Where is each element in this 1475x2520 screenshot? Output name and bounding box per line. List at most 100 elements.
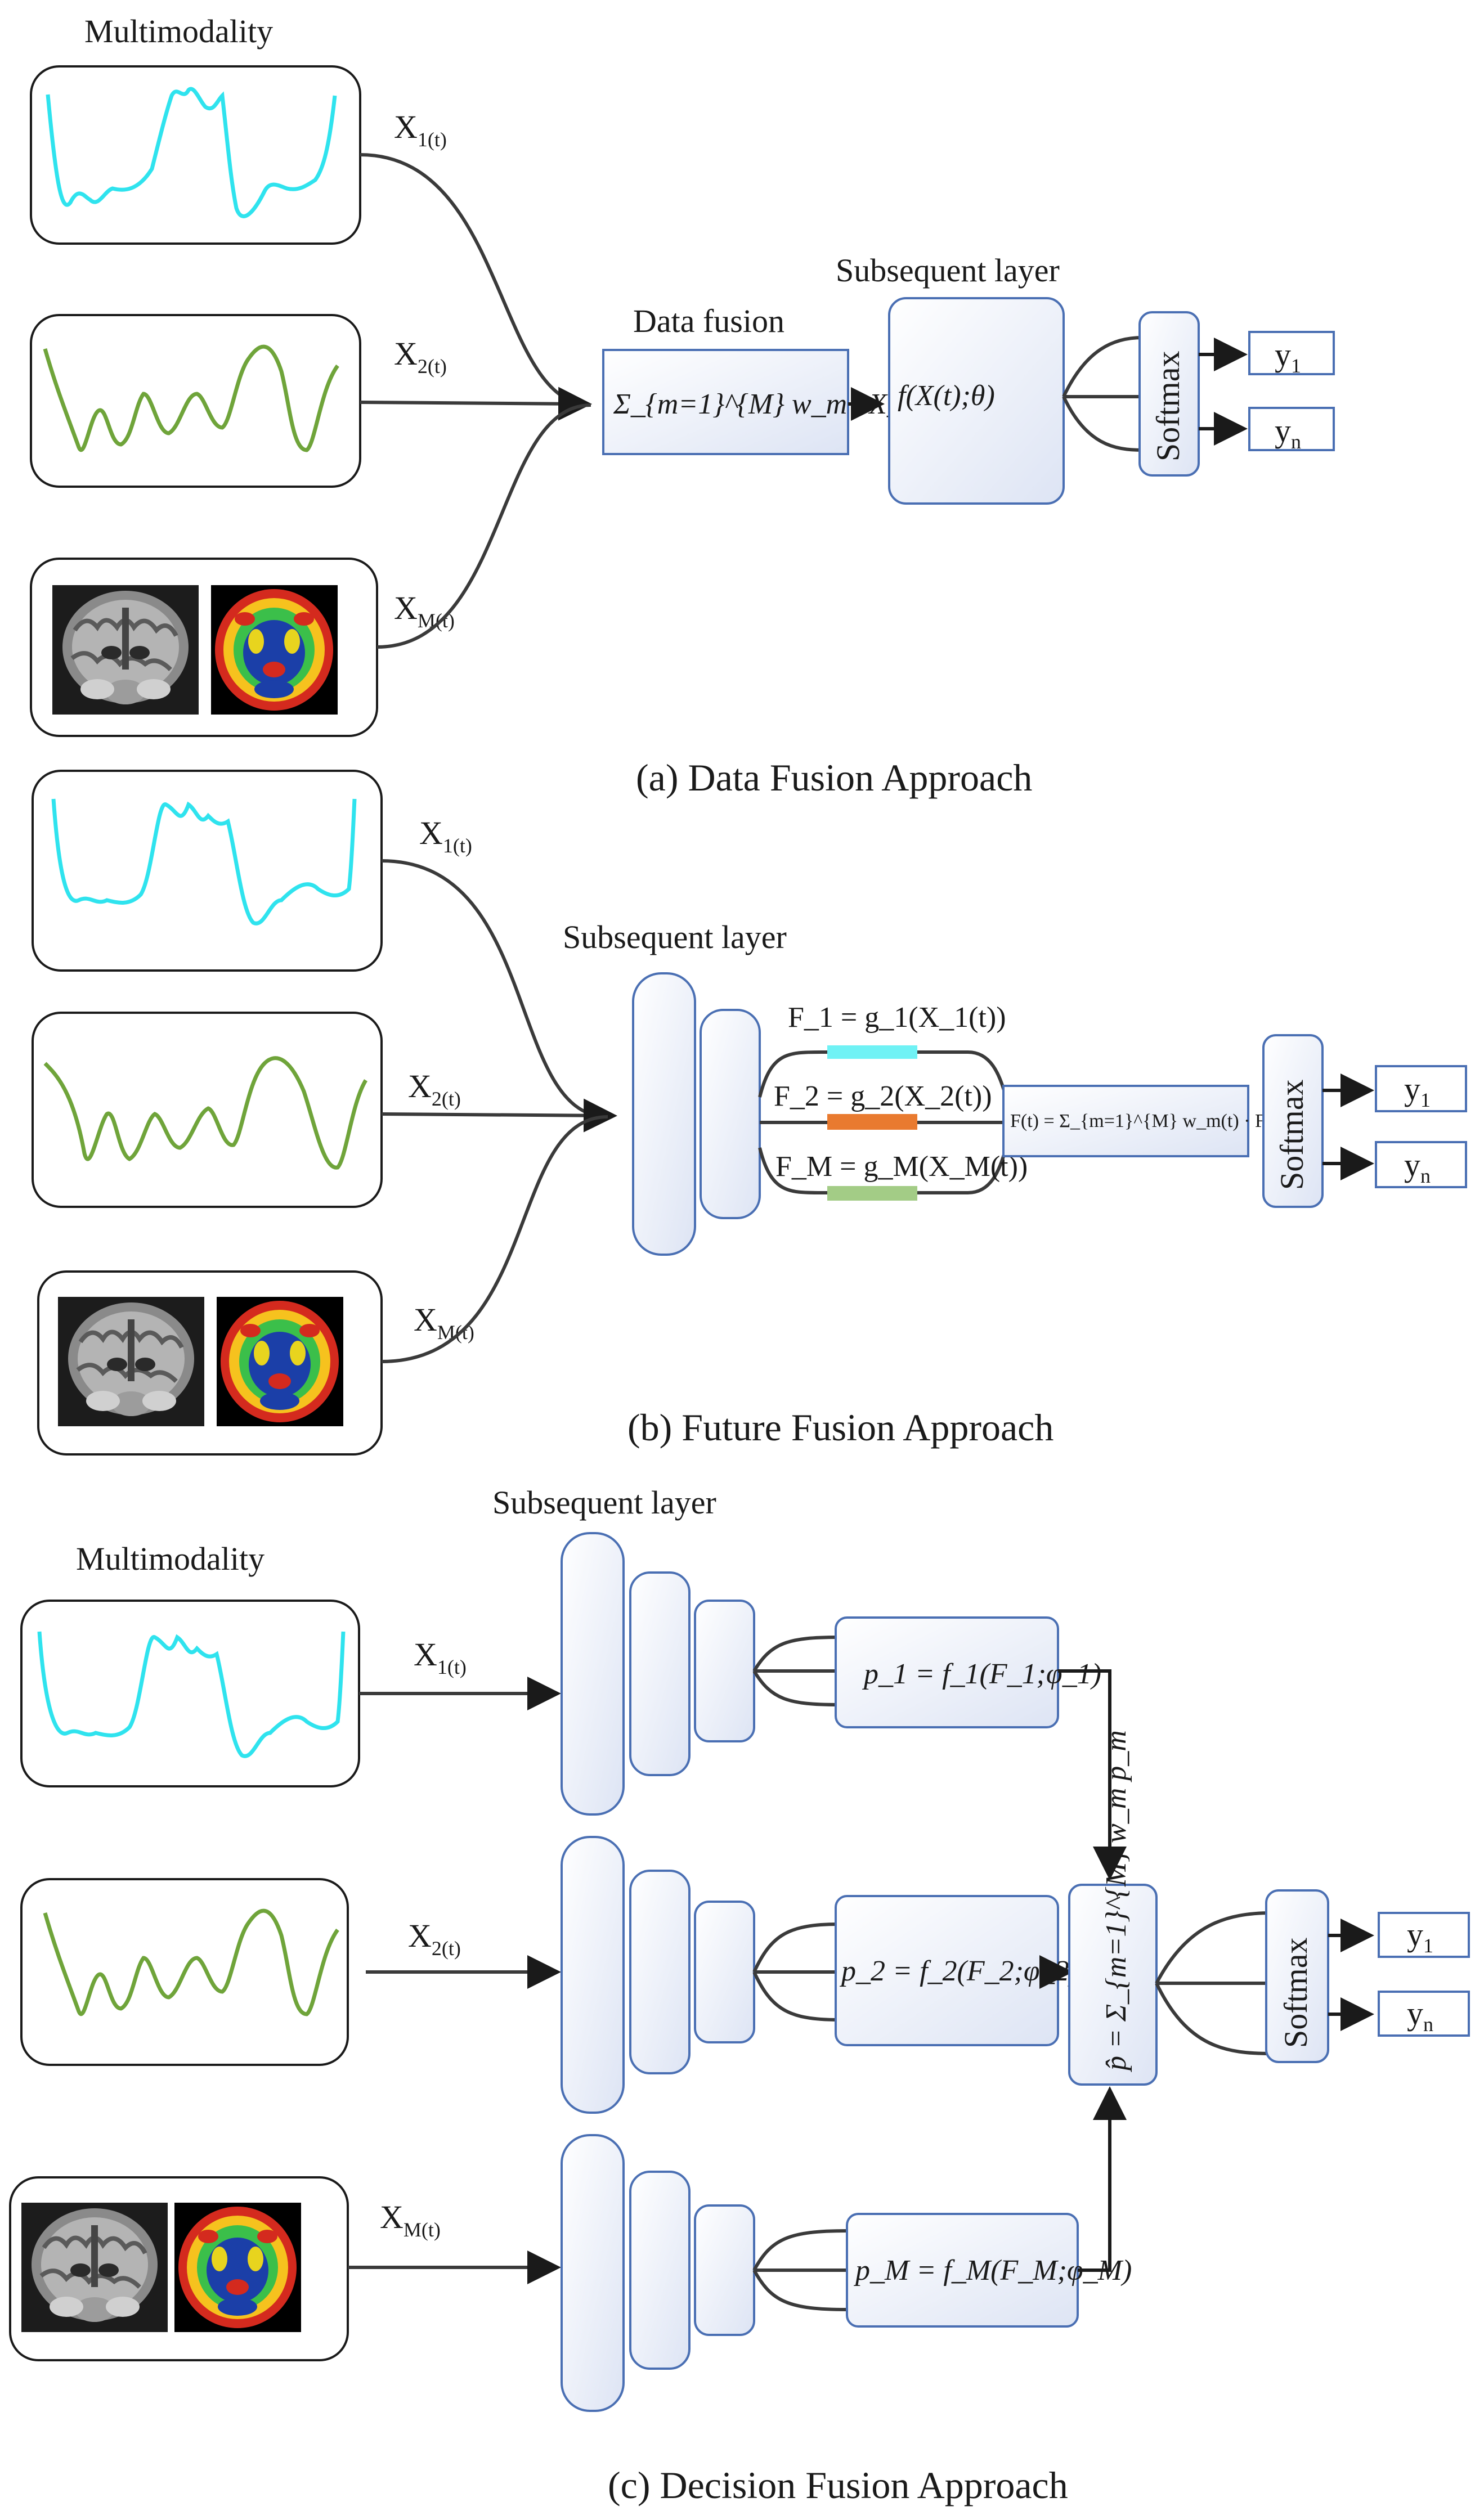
softmax-box: [1138, 311, 1200, 477]
connector-arrow: [360, 387, 592, 421]
panel-b-caption: (b) Future Fusion Approach: [627, 1406, 1053, 1449]
brain-pet-icon: [174, 2203, 301, 2332]
connector-arrow: [1058, 1669, 1127, 1880]
panel-b-subsequent-layer-label: Subsequent layer: [563, 919, 787, 955]
panel-a-header: Multimodality: [84, 13, 273, 50]
panel-b-input-box-1: [32, 770, 383, 972]
network-3-layer-3: [694, 2204, 755, 2336]
network-2-layer-1: [561, 1836, 625, 2114]
feature-fusion-box: [1002, 1085, 1249, 1157]
brain-pet-icon: [211, 585, 338, 715]
output-box-y1: [1248, 331, 1335, 375]
connector-line: [381, 859, 608, 1118]
panel-b-output-box-yn: [1375, 1141, 1467, 1188]
subsequent-layer-box: [888, 297, 1065, 505]
svg-text:y1: y1: [1407, 1916, 1433, 1957]
panel-b-input-label-2: X2(t): [408, 1068, 461, 1110]
network-2-layer-2: [629, 1870, 691, 2074]
svg-text:yn: yn: [1275, 412, 1301, 453]
waveform-icon: [43, 1908, 339, 2016]
waveform-icon: [43, 344, 339, 452]
brain-mri-icon: [58, 1297, 204, 1426]
subsequent-layer-label: Subsequent layer: [836, 252, 1060, 289]
svg-text:yn: yn: [1404, 1147, 1431, 1187]
panel-c-input-label-3: XM(t): [380, 2199, 441, 2241]
connector-arrow: [1078, 2086, 1127, 2272]
feature-formula-3: F_M = g_M(X_M(t)): [775, 1151, 1028, 1183]
connector-arrow: [381, 1098, 617, 1133]
data-fusion-label: Data fusion: [633, 303, 784, 339]
svg-text:y1: y1: [1404, 1071, 1431, 1111]
connector-line: [752, 1922, 839, 2022]
panel-c-input-label-2: X2(t): [408, 1917, 461, 1960]
connector-line: [752, 2229, 848, 2311]
svg-text:X2(t): X2(t): [394, 335, 447, 378]
panel-c-softmax-box: [1265, 1889, 1329, 2063]
feature-bar-2: [827, 1114, 917, 1130]
panel-b-input-label-1: X1(t): [419, 815, 472, 857]
network-3-layer-1: [561, 2134, 625, 2412]
feature-formula-1: F_1 = g_1(X_1(t)): [788, 1001, 1006, 1034]
connector-line: [381, 1115, 608, 1363]
brain-mri-icon: [52, 585, 199, 715]
panel-c-output-yn-label: y: [1407, 1995, 1423, 2032]
subsequent-layer-formula: f(X(t);θ): [898, 380, 995, 412]
connector-line: [1062, 336, 1143, 452]
panel-c-subsequent-layer-label: Subsequent layer: [492, 1484, 716, 1521]
feature-bar-1: [827, 1045, 917, 1059]
waveform-icon: [51, 798, 357, 926]
connector-line: [376, 403, 591, 649]
network-1-layer-3: [694, 1600, 755, 1742]
decision-formula-2: p_2 = f_2(F_2;φ_2): [839, 1955, 1079, 1987]
panel-c: Subsequent layer Multimodality X1(t) X2(…: [9, 1484, 1470, 2506]
panel-c-output-box-y1: [1378, 1912, 1470, 1958]
panel-a-input-label-1: X1(t): [394, 109, 447, 151]
panel-c-header: Multimodality: [76, 1540, 264, 1577]
feature-formula-2: F_2 = g_2(X_2(t)): [774, 1080, 992, 1112]
connector-line: [752, 1636, 839, 1706]
output-y1-label: y: [1275, 336, 1291, 373]
connector-line: [360, 153, 591, 407]
network-2-layer-3: [694, 1901, 755, 2043]
panel-b-softmax-box: [1262, 1034, 1324, 1208]
panel-c-softmax-label: Softmax: [1277, 1937, 1314, 2048]
network-3-layer-2: [629, 2171, 691, 2370]
panel-c-input-box-1: [20, 1600, 360, 1787]
panel-b-output-box-y1: [1375, 1065, 1467, 1112]
panel-a-caption: (a) Data Fusion Approach: [636, 756, 1032, 799]
panel-a-input-box-2: [30, 314, 361, 488]
svg-text:yn: yn: [1407, 1995, 1433, 2036]
svg-text:y1: y1: [1275, 336, 1301, 377]
feature-bar-3: [827, 1186, 917, 1201]
network-layer-1: [632, 972, 696, 1256]
panel-c-input-label-1: X1(t): [414, 1636, 467, 1678]
panel-b: X1(t) X2(t) XM(t) Subsequent layer F_1 =…: [32, 770, 1467, 1456]
output-yn-label: y: [1275, 412, 1291, 449]
panel-c-output-box-yn: [1378, 1991, 1470, 2037]
panel-c-caption: (c) Decision Fusion Approach: [608, 2464, 1068, 2506]
decision-fusion-formula: p̂ = Σ_{m=1}^{M} w_m p_m: [1100, 1730, 1132, 2073]
output-box-yn: [1248, 407, 1335, 451]
waveform-icon: [43, 1056, 368, 1170]
panel-b-input-label-3: XM(t): [414, 1301, 474, 1344]
brain-pet-icon: [217, 1297, 343, 1426]
svg-text:XM(t): XM(t): [394, 590, 455, 632]
waveform-icon: [37, 1631, 346, 1758]
panel-b-output-y1-label: y: [1404, 1071, 1420, 1107]
network-1-layer-2: [629, 1571, 691, 1776]
panel-b-output-yn-label: y: [1404, 1147, 1420, 1183]
panel-b-softmax-label: Softmax: [1274, 1079, 1310, 1190]
network-layer-2: [700, 1009, 761, 1219]
data-fusion-box: [602, 349, 849, 455]
panel-a-input-label-2: X2(t): [394, 335, 447, 378]
feature-fusion-formula: F(t) = Σ_{m=1}^{M} w_m(t) · F_m(t): [1010, 1111, 1308, 1131]
softmax-label: Softmax: [1150, 351, 1186, 461]
brain-mri-icon: [21, 2203, 168, 2332]
waveform-icon: [46, 87, 337, 218]
connector-line: [1155, 1911, 1272, 2055]
panel-a: Multimodality X1(t) X2(t) XM(t) Data fus…: [30, 13, 1335, 799]
decision-formula-1: p_1 = f_1(F_1;φ_1): [862, 1658, 1101, 1690]
panel-a-input-label-3: XM(t): [394, 590, 455, 632]
